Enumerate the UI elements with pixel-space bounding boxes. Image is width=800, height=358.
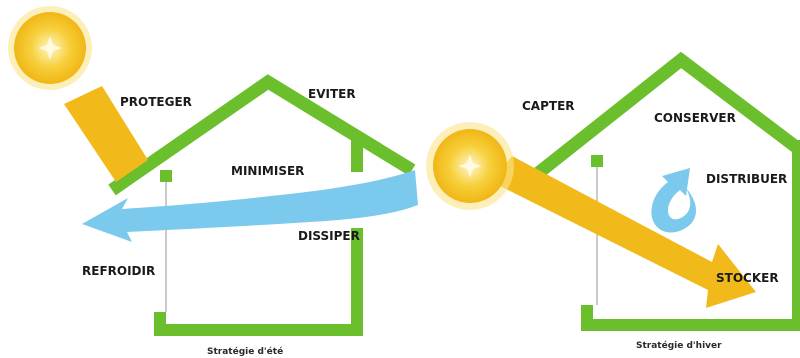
label-minimiser: MINIMISER — [231, 164, 304, 178]
winter-house-right-wall — [581, 140, 800, 331]
label-distribuer: DISTRIBUER — [706, 172, 787, 186]
winter-house-post-cap — [591, 155, 603, 167]
circular-arrow-icon — [651, 168, 697, 233]
summer-house-post-cap — [160, 170, 172, 182]
label-dissiper: DISSIPER — [298, 229, 360, 243]
winter-sun-ray — [492, 156, 756, 308]
label-proteger: PROTEGER — [120, 95, 192, 109]
summer-house-roof — [108, 74, 416, 196]
cool-air-arrow-icon — [82, 170, 418, 242]
winter-sun-icon — [426, 122, 514, 210]
summer-sun-sparkle — [38, 36, 62, 60]
label-capter: CAPTER — [522, 99, 575, 113]
summer-caption: Stratégie d'été — [207, 346, 283, 357]
summer-sun-ray — [64, 86, 148, 182]
label-stocker: STOCKER — [716, 271, 779, 285]
summer-house — [108, 74, 416, 336]
label-eviter: EVITER — [308, 87, 356, 101]
summer-sun-icon — [8, 6, 92, 90]
summer-house-right-wall-lower — [154, 228, 363, 336]
summer-panel: PROTEGER EVITER MINIMISER DISSIPER REFRO… — [8, 6, 418, 357]
winter-house-roof — [522, 51, 800, 188]
winter-panel: CAPTER CONSERVER DISTRIBUER STOCKER Stra… — [426, 51, 800, 351]
circular-arrow-body — [651, 168, 697, 233]
winter-sun-sparkle — [458, 154, 482, 178]
label-conserver: CONSERVER — [654, 111, 736, 125]
label-refroidir: REFROIDIR — [82, 264, 155, 278]
winter-caption: Stratégie d'hiver — [636, 340, 722, 351]
